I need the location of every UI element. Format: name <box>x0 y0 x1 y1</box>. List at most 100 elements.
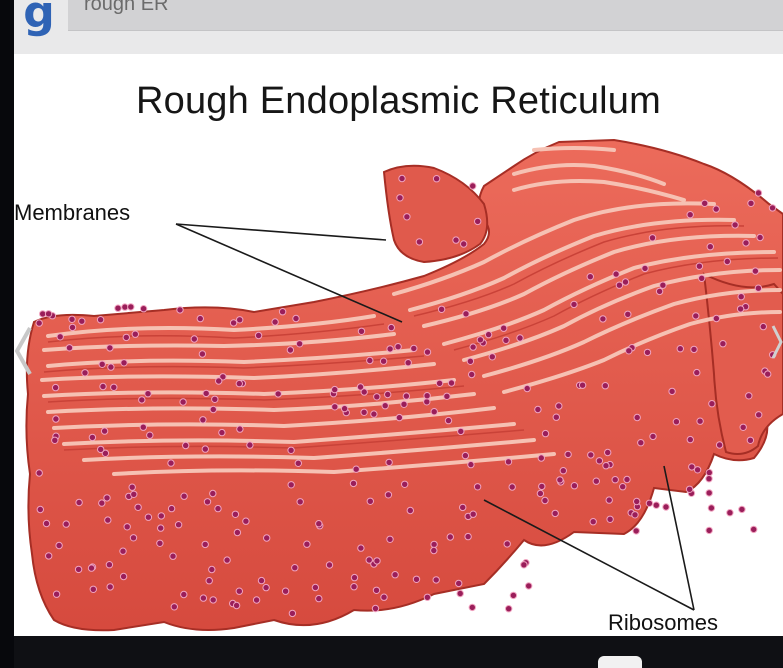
ribosome-dot <box>463 311 469 317</box>
ribosome-dot <box>202 541 208 547</box>
ribosome-dot <box>720 341 726 347</box>
ribosome-dot <box>686 486 692 492</box>
ribosome-dot <box>120 548 126 554</box>
rough-er-illustration <box>14 54 783 636</box>
ribosome-dot <box>436 380 442 386</box>
ribosome-dot <box>197 315 203 321</box>
google-logo-icon[interactable]: g <box>14 0 64 40</box>
ribosome-dot <box>288 447 294 453</box>
ribosome-dot <box>177 307 183 313</box>
ribosome-dot <box>353 466 359 472</box>
ribosome-dot <box>115 305 121 311</box>
ribosome-dot <box>649 235 655 241</box>
search-input[interactable]: rough ER <box>68 0 783 31</box>
ribosome-dot <box>465 533 471 539</box>
ribosome-dot <box>120 573 126 579</box>
ribosome-dot <box>374 394 380 400</box>
ribosome-dot <box>145 391 151 397</box>
ribosome-dot <box>140 306 146 312</box>
ribosome-dot <box>312 584 318 590</box>
ribosome-dot <box>191 336 197 342</box>
ribosome-dot <box>506 606 512 612</box>
ribosome-dot <box>560 468 566 474</box>
ribosome-dot <box>230 320 236 326</box>
ribosome-dot <box>625 311 631 317</box>
ribosome-dot <box>219 429 225 435</box>
ribosome-dot <box>106 562 112 568</box>
ribosome-dot <box>158 513 164 519</box>
ribosome-dot <box>416 239 422 245</box>
ribosome-dot <box>474 484 480 490</box>
ribosome-dot <box>656 288 662 294</box>
ribosome-dot <box>157 540 163 546</box>
ribosome-dot <box>538 455 544 461</box>
ribosome-dot <box>52 384 58 390</box>
ribosome-dot <box>433 577 439 583</box>
ribosome-dot <box>746 393 752 399</box>
ribosome-dot <box>424 393 430 399</box>
ribosome-dot <box>36 470 42 476</box>
chevron-left-icon[interactable] <box>14 324 32 378</box>
ribosome-dot <box>588 452 594 458</box>
ribosome-dot <box>708 505 714 511</box>
ribosome-dot <box>706 469 712 475</box>
ribosome-dot <box>467 358 473 364</box>
ribosome-dot <box>644 349 650 355</box>
ribosome-dot <box>660 282 666 288</box>
ribosome-dot <box>147 432 153 438</box>
ribosome-dot <box>537 490 543 496</box>
bottom-tab-indicator[interactable] <box>598 656 642 668</box>
ribosome-dot <box>237 317 243 323</box>
ribosome-dot <box>253 597 259 603</box>
ribosome-dot <box>361 409 367 415</box>
ribosome-dot <box>748 200 754 206</box>
ribosome-dot <box>539 483 545 489</box>
ribosome-dot <box>168 460 174 466</box>
ribosome-dot <box>653 502 659 508</box>
ribosome-dot <box>431 409 437 415</box>
ribosome-dot <box>101 428 107 434</box>
ribosome-dot <box>620 484 626 490</box>
ribosome-dot <box>130 535 136 541</box>
ribosome-dot <box>358 545 364 551</box>
ribosome-dot <box>624 476 630 482</box>
ribosome-dot <box>332 404 338 410</box>
ribosome-dot <box>517 335 523 341</box>
ribosome-dot <box>470 511 476 517</box>
ribosome-dot <box>75 566 81 572</box>
ribosome-dot <box>135 504 141 510</box>
ribosome-dot <box>263 584 269 590</box>
search-query: rough ER <box>84 0 169 16</box>
ribosome-dot <box>751 526 757 532</box>
ribosome-dot <box>199 351 205 357</box>
ribosome-dot <box>210 597 216 603</box>
chevron-right-icon[interactable] <box>771 322 783 362</box>
ribosome-dot <box>357 384 363 390</box>
ribosome-dot <box>210 406 216 412</box>
ribosome-dot <box>297 499 303 505</box>
ribosome-dot <box>739 506 745 512</box>
ribosome-dot <box>293 315 299 321</box>
ribosome-dot <box>404 214 410 220</box>
ribosome-dot <box>646 500 652 506</box>
ribosome-dot <box>358 328 364 334</box>
ribosome-dot <box>79 318 85 324</box>
ribosome-dot <box>504 541 510 547</box>
ribosome-dot <box>687 436 693 442</box>
ribosome-dot <box>413 576 419 582</box>
ribosome-dot <box>456 580 462 586</box>
ribosome-dot <box>124 524 130 530</box>
ribosome-dot <box>351 574 357 580</box>
ribosome-dot <box>445 417 451 423</box>
ribosome-dot <box>180 399 186 405</box>
figure-title: Rough Endoplasmic Reticulum <box>14 80 783 123</box>
ribosome-dot <box>727 510 733 516</box>
ribosome-dot <box>76 499 82 505</box>
ribosome-dot <box>233 602 239 608</box>
ribosome-dot <box>587 274 593 280</box>
ribosome-dot <box>462 452 468 458</box>
ribosome-dot <box>613 271 619 277</box>
ribosome-dot <box>673 419 679 425</box>
ribosome-dot <box>295 460 301 466</box>
ribosome-dot <box>350 480 356 486</box>
